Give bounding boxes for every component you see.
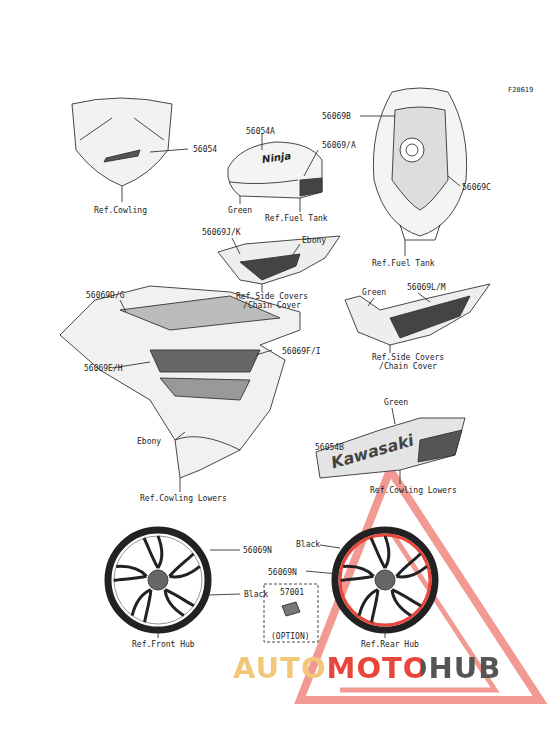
callout-number: 56069J/K (202, 228, 241, 237)
callout-number: 56069/A (322, 141, 356, 150)
color-label: Ebony (137, 437, 161, 446)
rear-wheel-decal (306, 530, 435, 638)
color-label: Black (244, 590, 268, 599)
ref-label: Ref.Cowling (94, 206, 147, 215)
callout-number: 57001 (280, 588, 304, 597)
figure-number: F28619 (508, 86, 533, 94)
color-label: Green (362, 288, 386, 297)
cowling-lower-decal (316, 408, 465, 484)
callout-number: 56069C (462, 183, 491, 192)
ref-label: Ref.Cowling Lowers (370, 486, 457, 495)
ref-label: Ref.Side Covers /Chain Cover (366, 353, 450, 371)
callout-number: 56054 (193, 145, 217, 154)
callout-number: 56069N (268, 568, 297, 577)
color-label: Green (384, 398, 408, 407)
watermark-text: AUTOMOTOHUB (233, 652, 501, 685)
callout-number: 56069F/I (282, 347, 321, 356)
color-label: Green (228, 206, 252, 215)
ref-label: Ref.Side Covers /Chain Cover (230, 292, 314, 310)
color-label: Ebony (302, 236, 326, 245)
side-cover-decal (218, 236, 340, 292)
callout-number: 56069N (243, 546, 272, 555)
callout-number: 56069L/M (407, 283, 446, 292)
callout-number: 56069B (322, 112, 351, 121)
cowling-decal (60, 286, 300, 492)
callout-number: 56069D/G (86, 291, 125, 300)
windscreen (72, 98, 188, 202)
option-label: (OPTION) (271, 632, 310, 641)
callout-number: 56054B (315, 443, 344, 452)
callout-number: 56069E/H (84, 364, 123, 373)
front-wheel-decal (108, 530, 240, 638)
ref-label: Ref.Fuel Tank (372, 259, 435, 268)
fuel-tank-top (360, 88, 467, 256)
color-label: Black (296, 540, 320, 549)
ref-label: Ref.Rear Hub (361, 640, 419, 649)
ref-label: Ref.Fuel Tank (265, 214, 328, 223)
callout-number: 56054A (246, 127, 275, 136)
ref-label: Ref.Cowling Lowers (140, 494, 227, 503)
ref-label: Ref.Front Hub (132, 640, 195, 649)
fuel-tank-decal (228, 134, 322, 212)
option-box (264, 584, 318, 642)
side-cover-decal (345, 284, 490, 353)
